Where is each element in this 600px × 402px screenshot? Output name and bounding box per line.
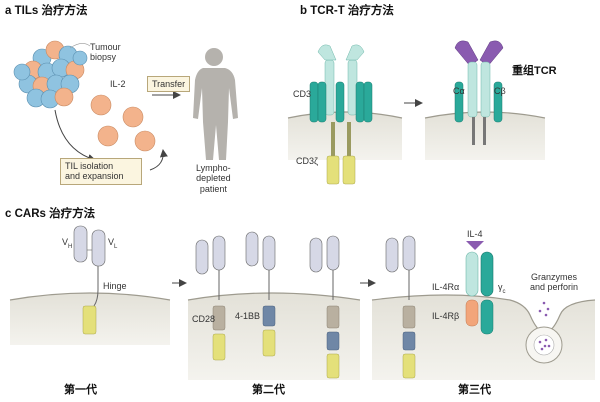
panel-a-letter: a (5, 5, 12, 17)
panel-b-header: b TCR-T 治疗方法 (300, 5, 394, 18)
cd3-label: CD3 (293, 89, 312, 99)
tumour-biopsy-cluster (13, 40, 88, 109)
vl-subscript: L (114, 243, 118, 250)
til-cells (90, 94, 156, 152)
cbeta-label: Cβ (494, 86, 506, 96)
vl-letter: V (108, 237, 115, 247)
il4-receptor (465, 241, 494, 335)
vh-label: VH (62, 238, 72, 250)
vl-label: VL (108, 238, 117, 250)
panel-a-title: TILs 治疗方法 (14, 5, 88, 17)
gen3-label: 第三代 (458, 384, 491, 396)
transfer-box: Transfer (147, 76, 191, 93)
recombinant-tcr (454, 40, 504, 145)
hinge-label: Hinge (103, 281, 127, 291)
granzymes-label: Granzymes and perforin (530, 272, 579, 293)
gamma-c-subscript: c (502, 288, 506, 295)
patient-label: Lympho- depleted patient (196, 163, 231, 194)
cd3z-label: CD3ζ (296, 156, 318, 166)
gen1-label: 第一代 (64, 384, 97, 396)
biopsy-pointer (69, 43, 91, 49)
panel-b-letter: b (300, 5, 308, 17)
gen2-label: 第二代 (252, 384, 285, 396)
panel-c-header: c CARs 治疗方法 (5, 208, 96, 221)
il4ra-label: IL-4Rα (432, 282, 460, 292)
41bb-label: 4-1BB (235, 311, 261, 321)
car-gen2-c (309, 235, 340, 379)
gamma-c-letter: γ (498, 282, 503, 292)
car-gen3 (385, 235, 416, 379)
isolation-arrow (54, 109, 96, 162)
panel-b-title: TCR-T 治疗方法 (310, 5, 394, 17)
il2-label: IL-2 (110, 79, 126, 89)
recombinant-tcr-label: 重组TCR (512, 65, 557, 77)
panel-c-title: CARs 治疗方法 (14, 208, 96, 220)
car-gen2-b (245, 231, 276, 357)
car-gen1 (73, 225, 106, 335)
til-isolation-box: TIL isolation and expansion (60, 158, 142, 185)
gamma-c-label: γc (498, 283, 506, 295)
calpha-label: Cα (453, 86, 465, 96)
vh-subscript: H (68, 243, 73, 250)
cd28-label: CD28 (192, 314, 216, 324)
panel-c-letter: c (5, 208, 12, 220)
expansion-arrow (149, 149, 168, 171)
il4-label: IL-4 (467, 229, 483, 239)
tcr-t-native-membrane (287, 111, 403, 160)
native-tcr (309, 44, 373, 185)
tumour-biopsy-label: Tumour biopsy (90, 42, 121, 63)
car-gen2-a (195, 235, 226, 361)
granule-vesicle (525, 301, 563, 364)
panel-a-header: a TILs 治疗方法 (5, 5, 88, 18)
patient-silhouette (193, 48, 238, 160)
il4rb-label: IL-4Rβ (432, 311, 460, 321)
vh-letter: V (62, 237, 69, 247)
